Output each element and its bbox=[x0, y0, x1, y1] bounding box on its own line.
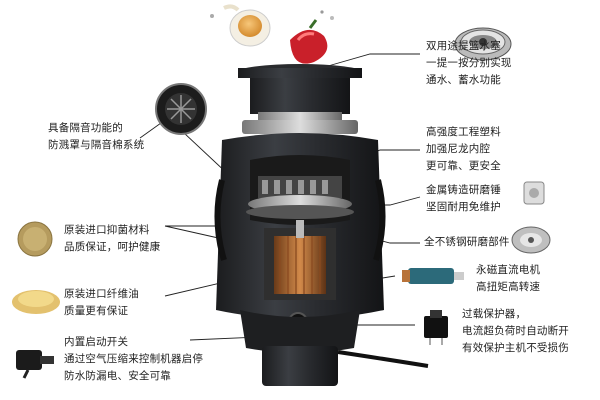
motor-line2: 高扭矩高转速 bbox=[476, 281, 541, 293]
overload-line1: 过载保护器， bbox=[462, 308, 527, 320]
start-switch-icon bbox=[16, 350, 54, 379]
basket-stopper-icon bbox=[454, 27, 512, 61]
line-basket bbox=[327, 53, 420, 67]
callout-motor: 永磁直流电机 高扭矩高转速 bbox=[476, 262, 540, 296]
food-scraps bbox=[210, 4, 334, 64]
switch-line1: 内置启动开关 bbox=[64, 336, 129, 348]
antibac-line2: 品质保证，呵护健康 bbox=[64, 241, 161, 253]
plastic-line1: 高强度工程塑料 bbox=[426, 126, 501, 138]
callout-antibac: 原装进口抑菌材料 品质保证，呵护健康 bbox=[64, 222, 160, 256]
basket-line2: 一提一按分别实现 bbox=[426, 57, 512, 69]
steel-line1: 全不锈钢研磨部件 bbox=[424, 236, 510, 248]
hammer-line1: 金属铸造研磨锤 bbox=[426, 184, 501, 196]
switch-line2: 通过空气压缩来控制机器启停 bbox=[64, 353, 204, 365]
overload-line3: 有效保护主机不受损伤 bbox=[462, 342, 569, 354]
splash-guard-icon bbox=[155, 83, 207, 135]
basket-line1: 双用途提篮水塞 bbox=[426, 40, 501, 52]
switch-line3: 防水防漏电、安全可靠 bbox=[64, 370, 171, 382]
fiber-line2: 质量更有保证 bbox=[64, 305, 129, 317]
overload-protector-icon bbox=[424, 310, 448, 345]
hammer-line2: 坚固耐用免维护 bbox=[426, 201, 501, 213]
callout-overload: 过载保护器， 电流超负荷时自动断开 有效保护主机不受损伤 bbox=[462, 306, 569, 357]
motor-line1: 永磁直流电机 bbox=[476, 264, 541, 276]
callout-fiber: 原装进口纤维油 质量更有保证 bbox=[64, 286, 139, 320]
disposer-illustration bbox=[210, 4, 429, 386]
basket-line3: 通水、蓄水功能 bbox=[426, 74, 501, 86]
callout-basket: 双用途提篮水塞 一提一按分别实现 通水、蓄水功能 bbox=[426, 38, 512, 89]
steel-grinding-plate-icon bbox=[511, 226, 551, 254]
antibac-line1: 原装进口抑菌材料 bbox=[64, 224, 150, 236]
fiber-line1: 原装进口纤维油 bbox=[64, 288, 139, 300]
callout-steel: 全不锈钢研磨部件 bbox=[424, 234, 510, 251]
callout-soundproof: 具备隔音功能的 防溅罩与隔音棉系统 bbox=[48, 120, 144, 154]
callout-plastic: 高强度工程塑料 加强尼龙内腔 更可靠、更安全 bbox=[426, 124, 501, 175]
plastic-line2: 加强尼龙内腔 bbox=[426, 143, 491, 155]
soundproof-line1: 具备隔音功能的 bbox=[48, 122, 123, 134]
callout-switch: 内置启动开关 通过空气压缩来控制机器启停 防水防漏电、安全可靠 bbox=[64, 334, 203, 385]
grind-hammer-icon bbox=[523, 181, 545, 205]
dc-motor-icon bbox=[402, 268, 464, 284]
plastic-line3: 更可靠、更安全 bbox=[426, 160, 501, 172]
soundproof-line2: 防溅罩与隔音棉系统 bbox=[48, 139, 145, 151]
overload-line2: 电流超负荷时自动断开 bbox=[462, 325, 569, 337]
fiber-oil-icon bbox=[12, 290, 60, 314]
antibacterial-material-icon bbox=[17, 221, 53, 257]
callout-hammer: 金属铸造研磨锤 坚固耐用免维护 bbox=[426, 182, 501, 216]
